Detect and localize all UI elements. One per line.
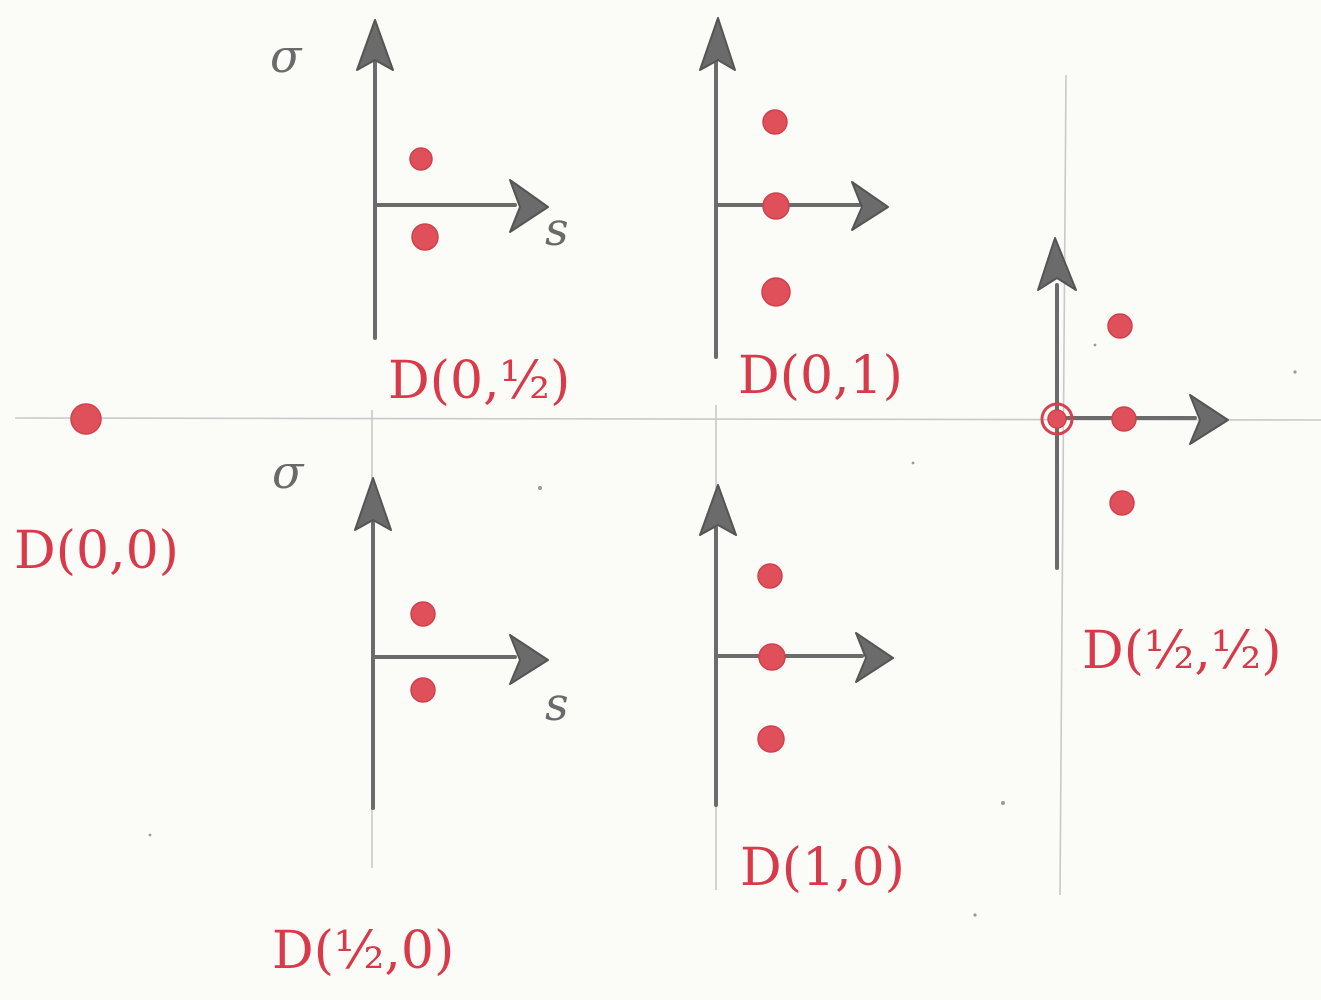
weight-dot xyxy=(1107,313,1133,339)
speck xyxy=(1293,370,1297,374)
sigma-axis-label: σ xyxy=(272,445,305,499)
speck xyxy=(538,486,542,490)
weight-dot xyxy=(761,277,791,307)
sigma-axis-arrowhead xyxy=(699,17,736,71)
diagram-dhalf-0: σ s D(½,0) xyxy=(272,445,569,981)
weight-dot xyxy=(410,677,436,703)
weight-dot xyxy=(409,147,433,171)
s-axis-arrowhead xyxy=(855,632,894,683)
s-axis-arrowhead xyxy=(851,181,889,231)
diagram-d10: D(1,0) xyxy=(699,484,905,898)
diagram-d00: D(0,0) xyxy=(14,403,179,581)
guide-lines xyxy=(14,74,1321,896)
diagram-dhalf-half: D(½,½) xyxy=(1037,237,1282,681)
speck xyxy=(1093,343,1097,347)
s-axis-arrowhead xyxy=(1189,394,1229,445)
sigma-axis-arrowhead xyxy=(699,484,737,536)
weight-ring-outer xyxy=(1040,402,1074,436)
weight-dot xyxy=(762,192,790,220)
weight-dot xyxy=(411,223,439,251)
weight-dot xyxy=(758,643,786,671)
weight-dot xyxy=(1047,409,1067,429)
sigma-axis-arrowhead xyxy=(356,19,394,71)
diagram-label: D(0,½) xyxy=(388,351,570,411)
weight-dot xyxy=(1111,406,1137,432)
guide-vertical-right xyxy=(1059,74,1067,896)
diagram-label: D(0,1) xyxy=(738,346,903,406)
diagram-d0-half: σ s D(0,½) xyxy=(270,19,570,411)
s-axis-arrowhead xyxy=(509,179,549,233)
speck xyxy=(148,833,152,837)
paper-specks xyxy=(148,343,1297,917)
weight-dot xyxy=(410,601,436,627)
weight-dot xyxy=(757,725,785,753)
sigma-axis-label: σ xyxy=(270,29,303,83)
weight-dot xyxy=(757,563,783,589)
s-axis-label: s xyxy=(545,677,569,731)
weight-dot xyxy=(70,403,102,435)
s-axis-label: s xyxy=(545,202,569,256)
diagram-label: D(0,0) xyxy=(14,521,179,581)
diagram-label: D(½,0) xyxy=(272,921,454,981)
s-axis-arrowhead xyxy=(509,634,549,685)
speck xyxy=(911,461,915,465)
sigma-axis-arrowhead xyxy=(354,477,392,531)
weight-dot xyxy=(1109,490,1135,516)
speck xyxy=(973,913,977,917)
diagram-label: D(½,½) xyxy=(1082,621,1282,681)
weight-dot xyxy=(762,109,788,135)
sigma-axis-arrowhead xyxy=(1037,237,1077,291)
diagram-d01: D(0,1) xyxy=(699,17,903,406)
diagram-label: D(1,0) xyxy=(740,838,905,898)
speck xyxy=(1001,801,1005,805)
